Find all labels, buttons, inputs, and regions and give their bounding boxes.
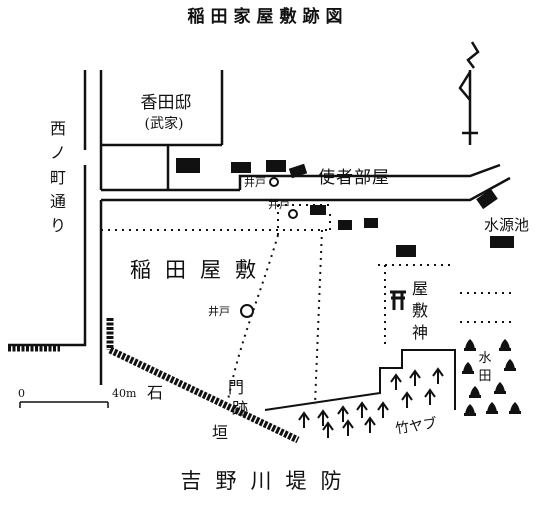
kagada-residence-block [99,70,240,192]
map-title: 稲田家屋敷跡図 [188,6,349,27]
svg-text:田: 田 [478,369,491,384]
mon-ato-label: 門 跡 [228,378,248,418]
svg-text:敷: 敷 [412,301,428,320]
svg-text:西: 西 [50,119,66,138]
svg-text:石: 石 [147,383,163,402]
scale-start: 0 [18,387,25,400]
take-yabu-label: 竹ヤブ [394,415,438,438]
buke-label: (武家) [145,115,184,132]
well-label-3: 井戸 [208,304,230,318]
svg-text:神: 神 [412,323,428,342]
inada-yashiki-label: 稲田屋敷 [130,258,270,282]
stone-wall [8,318,300,444]
south-boundary [264,349,456,411]
scale-bar: 0 40m [18,387,137,408]
yashiki-gami-label: 屋 敷 神 [412,279,428,342]
well-label-2: 井戸 [268,197,290,211]
svg-text:町: 町 [50,168,66,187]
north-arrow-icon [458,41,480,145]
scale-end: 40m [112,387,137,400]
svg-text:垣: 垣 [212,423,228,442]
svg-text:跡: 跡 [232,399,248,418]
shrine-torii-icon [390,290,406,310]
svg-text:水: 水 [478,351,491,366]
svg-text:門: 門 [228,378,244,397]
svg-text:り: り [50,216,66,235]
nishinomachi-road-label: 西 ノ 町 通 り [50,119,66,235]
svg-text:通: 通 [50,192,66,211]
ishigaki-label: 石 垣 [147,383,228,442]
well-label-1: 井戸 [244,175,266,189]
nishinomachi-road-lines [8,70,87,347]
well-circle-icon [240,177,298,318]
shisha-beya-label: 使者部屋 [318,167,390,188]
svg-text:ノ: ノ [50,143,66,162]
yoshino-levee-label: 吉野川堤防 [181,469,356,493]
suiden-label: 水 田 [478,351,491,384]
svg-text:屋: 屋 [412,279,428,298]
kagada-residence-label: 香田邸 [141,93,192,113]
buildings [176,158,514,257]
suigen-ike-label: 水源池 [484,216,529,234]
